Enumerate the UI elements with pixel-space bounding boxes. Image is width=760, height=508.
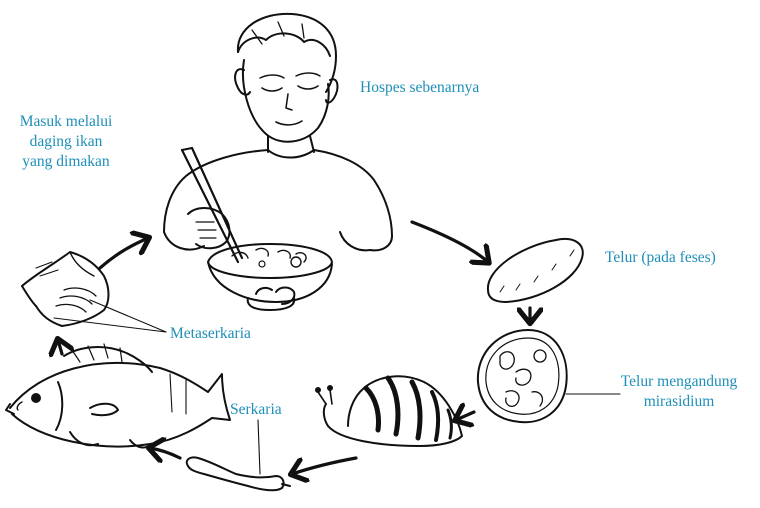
label-egg-miracidium: Telur mengandung mirasidium <box>604 372 754 412</box>
snail <box>315 375 463 447</box>
cycle-arrows <box>58 220 530 474</box>
cercaria <box>185 456 291 492</box>
arrow-meat-to-host <box>98 238 148 270</box>
arrow-snail-to-cercaria <box>292 456 358 474</box>
label-egg-feces: Telur (pada feses) <box>605 249 716 266</box>
arrow-cercaria-to-fish <box>150 448 182 458</box>
fish-meat-slice <box>21 251 110 327</box>
egg-with-miracidium <box>476 329 568 424</box>
arrow-miracidium-to-snail <box>456 412 476 420</box>
label-entry: Masuk melalui daging ikan yang dimakan <box>4 112 128 172</box>
label-entry-line2: daging ikan <box>29 133 103 150</box>
human-eating-figure <box>163 12 393 311</box>
label-pointers <box>53 299 621 475</box>
label-metacercaria: Metaserkaria <box>170 325 251 342</box>
label-definitive-host: Hospes sebenarnya <box>360 79 480 96</box>
egg-in-feces <box>486 238 584 303</box>
label-cercaria: Serkaria <box>230 401 282 418</box>
label-egg-miracidium-line2: mirasidium <box>643 393 715 410</box>
label-egg-miracidium-line1: Telur mengandung <box>620 373 738 390</box>
arrow-host-to-egg <box>410 220 488 262</box>
label-entry-line1: Masuk melalui <box>19 113 113 130</box>
label-entry-line3: yang dimakan <box>22 153 110 170</box>
arrow-fish-to-meat <box>58 340 62 354</box>
fish <box>5 343 231 449</box>
